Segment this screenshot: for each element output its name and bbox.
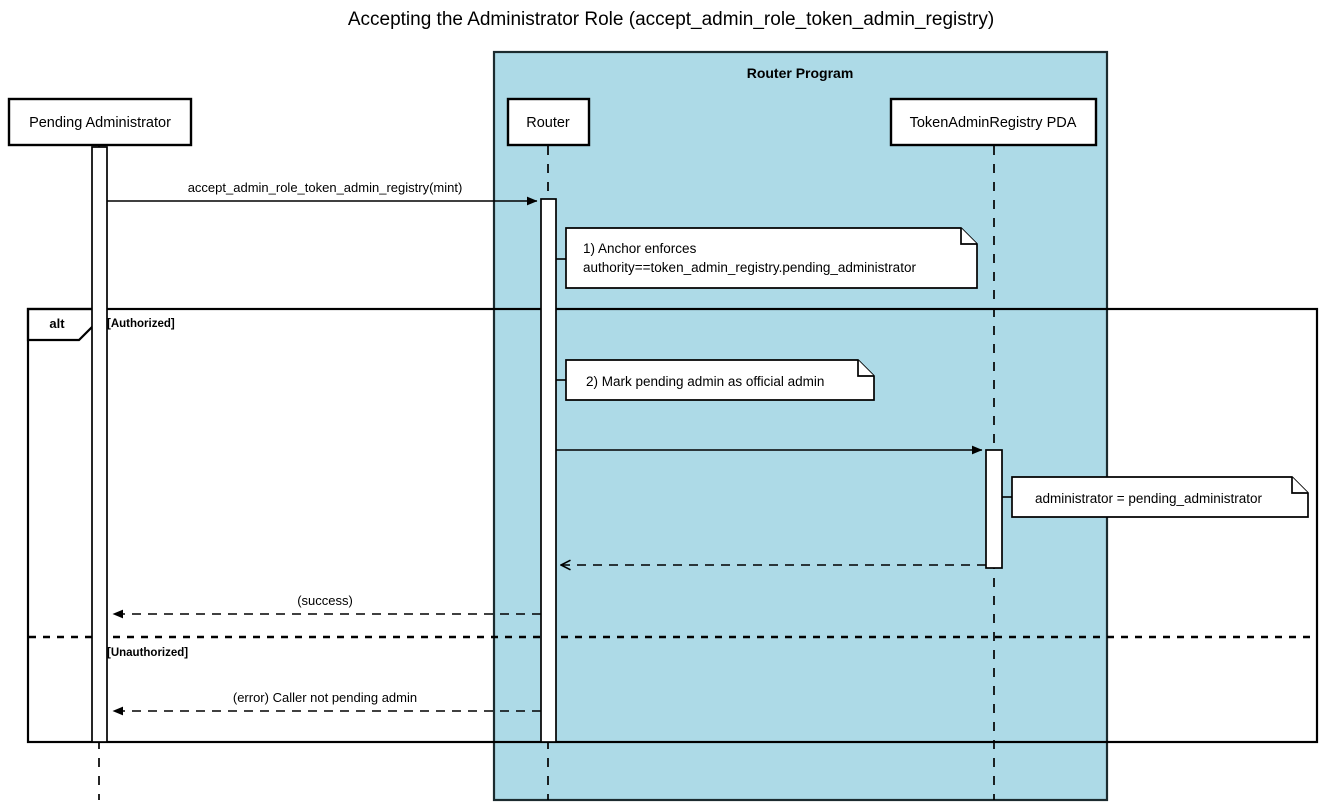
participant-head-pda[interactable] <box>889 97 1098 147</box>
alt-fragment-operator-label: alt <box>49 316 65 331</box>
participant-label-router: Router <box>526 115 570 131</box>
participant-head-actor[interactable] <box>7 97 193 147</box>
note-1-line-2: authority==token_admin_registry.pending_… <box>583 260 916 275</box>
activation-bar-pda <box>985 449 1003 569</box>
diagram-title: Accepting the Administrator Role (accept… <box>348 9 994 30</box>
alt-guard-authorized: [Authorized] <box>107 318 175 330</box>
note-1-fold-icon <box>960 228 977 245</box>
group-router-program <box>492 50 1109 802</box>
participant-head-router[interactable] <box>506 97 591 147</box>
note-3-body <box>1011 476 1309 518</box>
note-2-fold-icon <box>857 360 874 377</box>
message-label-4: (success) <box>297 593 353 608</box>
note-1-body <box>565 227 978 289</box>
activation-bar-router <box>540 198 557 743</box>
participant-label-actor: Pending Administrator <box>29 115 171 131</box>
note-2-body <box>565 359 875 401</box>
message-label-1: accept_admin_role_token_admin_registry(m… <box>188 180 463 195</box>
note-3-fold-icon <box>1291 477 1308 494</box>
group-router-program-label: Router Program <box>747 65 854 81</box>
note-1-line-1: 1) Anchor enforces <box>583 241 697 256</box>
participant-label-pda: TokenAdminRegistry PDA <box>910 115 1077 131</box>
message-label-5: (error) Caller not pending admin <box>233 690 417 705</box>
note-3-line-1: administrator = pending_administrator <box>1035 491 1262 506</box>
alt-fragment-box <box>26 307 1319 744</box>
note-2-line-1: 2) Mark pending admin as official admin <box>586 374 824 389</box>
alt-fragment-operator-tab <box>26 307 96 342</box>
alt-guard-unauthorized: [Unauthorized] <box>107 647 188 659</box>
activation-bar-actor <box>91 146 108 743</box>
